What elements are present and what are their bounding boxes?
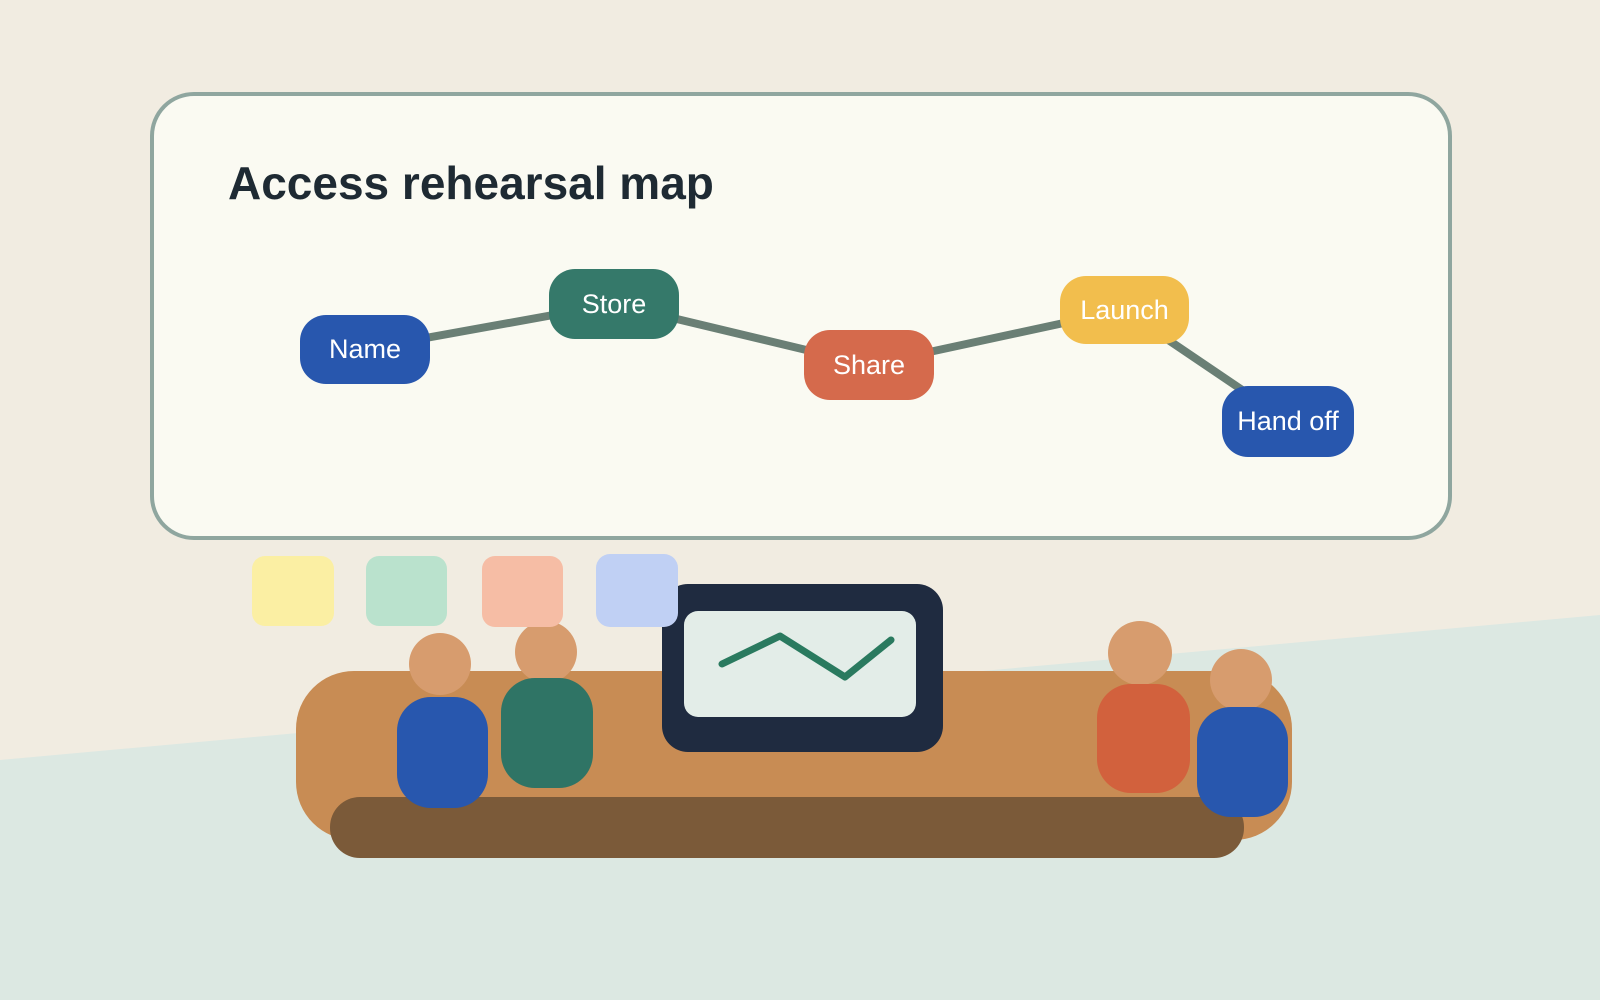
sticky-note-mint xyxy=(366,556,447,626)
map-title: Access rehearsal map xyxy=(228,157,714,209)
flow-node-launch: Launch xyxy=(1060,276,1189,344)
person-1-torso xyxy=(397,697,488,808)
flow-node-store-label: Store xyxy=(581,288,647,319)
person-1-head xyxy=(409,633,471,695)
flow-node-share: Share xyxy=(804,330,934,400)
presentation-monitor xyxy=(662,584,943,752)
sticky-note-lavender xyxy=(596,554,678,627)
sticky-note-yellow xyxy=(252,556,334,626)
flow-node-handoff-label: Hand off xyxy=(1237,406,1339,436)
meeting-table-front-panel xyxy=(330,797,1244,858)
person-2-torso xyxy=(501,678,593,788)
flow-node-launch-label: Launch xyxy=(1080,294,1169,325)
sticky-note-peach xyxy=(482,556,563,627)
person-4-torso xyxy=(1197,707,1288,817)
person-4-head xyxy=(1210,649,1272,711)
line-chart-zigzag-icon xyxy=(718,632,895,681)
flow-node-share-label: Share xyxy=(832,349,906,380)
flow-node-handoff: Hand off xyxy=(1222,386,1354,457)
person-2-head xyxy=(515,621,577,683)
flow-node-name: Name xyxy=(300,315,430,384)
person-3-head xyxy=(1108,621,1172,685)
monitor-screen xyxy=(684,611,916,717)
flow-node-name-label: Name xyxy=(328,334,402,364)
flow-node-store: Store xyxy=(549,269,679,339)
person-3-torso xyxy=(1097,684,1190,793)
